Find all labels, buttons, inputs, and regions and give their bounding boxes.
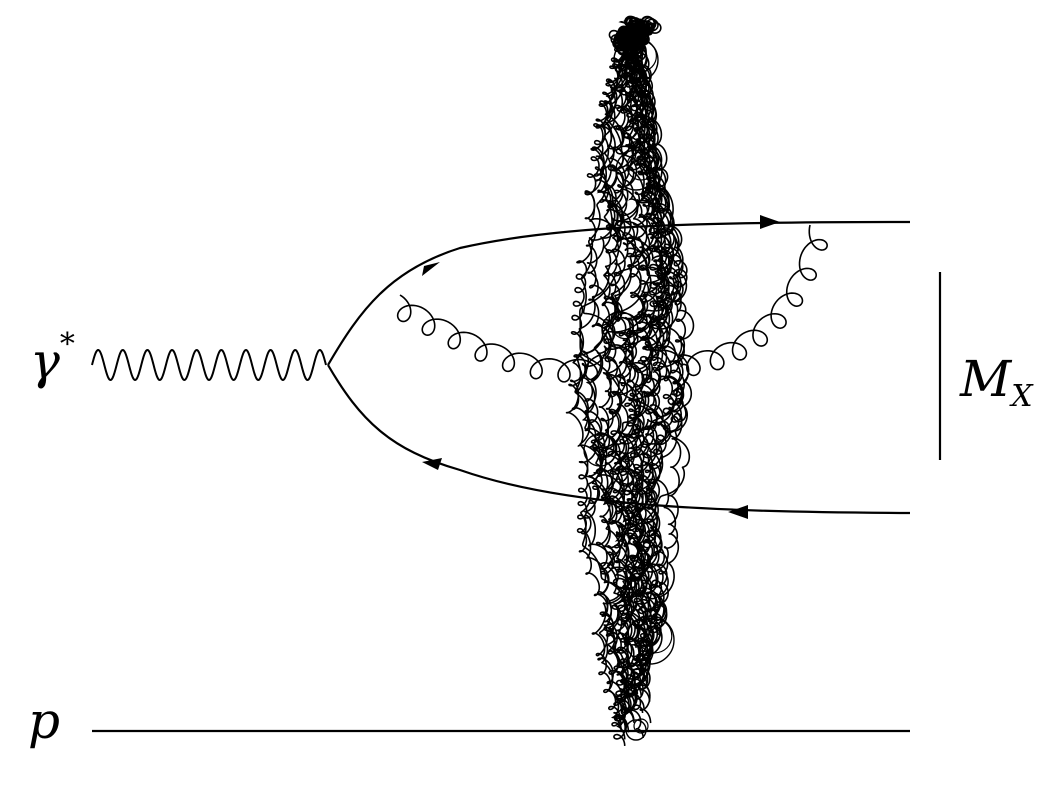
mass-label: MX bbox=[960, 354, 1033, 412]
arrow-lower-right bbox=[728, 505, 748, 519]
cloud-gluon-strand bbox=[570, 27, 669, 636]
mass-subscript: X bbox=[1011, 379, 1033, 414]
cloud-gluon-strand bbox=[584, 22, 688, 692]
shockwave-gluon-cloud bbox=[565, 15, 695, 746]
cloud-loop bbox=[601, 311, 639, 349]
photon-wave bbox=[91, 348, 327, 382]
photon-superscript: * bbox=[59, 327, 75, 362]
cloud-gluon-strand bbox=[574, 30, 682, 702]
cloud-gluon-strand bbox=[565, 15, 651, 641]
proton-symbol: p bbox=[28, 692, 61, 750]
gluon-left-path bbox=[396, 294, 601, 383]
gluon-left-curly bbox=[396, 294, 601, 383]
cloud-loop bbox=[633, 718, 649, 734]
cloud-loop bbox=[626, 151, 656, 181]
gluon-right-curly bbox=[679, 224, 828, 377]
cloud-loop bbox=[593, 434, 617, 458]
antiquark-line-lower bbox=[327, 364, 911, 515]
cloud-loop bbox=[611, 312, 639, 340]
arrow-upper-right bbox=[760, 215, 780, 229]
proton-label: p bbox=[28, 696, 60, 746]
photon-label: γ* bbox=[30, 330, 75, 387]
cloud-loop bbox=[613, 37, 659, 83]
cloud-loop bbox=[625, 615, 675, 665]
arrow-lower-left bbox=[422, 458, 442, 470]
gluon-right-path bbox=[679, 224, 828, 377]
cloud-loop bbox=[625, 719, 647, 741]
photon-symbol: γ bbox=[30, 332, 60, 390]
cloud-gluon-strand bbox=[590, 25, 687, 746]
cloud-gluon-strand bbox=[568, 23, 667, 695]
cloud-loop bbox=[615, 149, 657, 191]
mass-symbol: M bbox=[960, 350, 1012, 408]
cloud-gluon-strand bbox=[607, 30, 693, 738]
arrow-upper-left bbox=[422, 262, 440, 276]
photon-wavy-line bbox=[91, 348, 327, 382]
cloud-loop bbox=[637, 618, 673, 654]
cloud-loop bbox=[624, 39, 657, 72]
